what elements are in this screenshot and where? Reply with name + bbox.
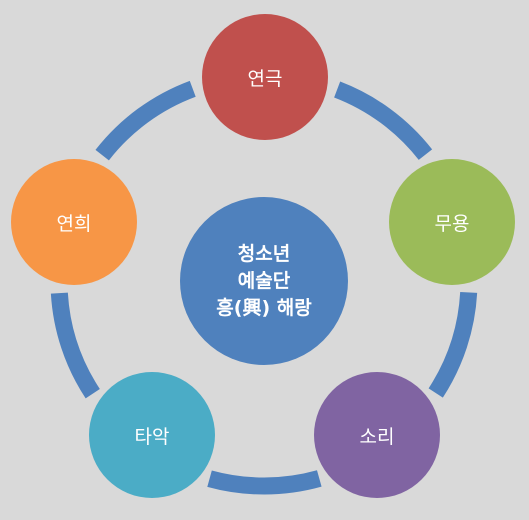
center-node: 청소년 예술단 흥(興) 해랑 (180, 197, 348, 365)
node-sound: 소리 (314, 372, 440, 498)
center-line-3: 흥(興) 해랑 (216, 296, 312, 319)
node-dance: 무용 (389, 159, 515, 285)
node-percussion: 타악 (89, 372, 215, 498)
node-theater: 연극 (202, 14, 328, 140)
center-line-2: 예술단 (237, 269, 291, 292)
connector-arc-2 (428, 291, 478, 398)
node-entertainment: 연희 (11, 159, 137, 285)
center-line-1: 청소년 (237, 242, 291, 265)
connector-arc-5 (95, 80, 196, 161)
connector-arc-4 (50, 292, 100, 399)
node-entertainment-label: 연희 (56, 212, 92, 235)
node-theater-label: 연극 (247, 67, 283, 90)
connector-arc-3 (207, 470, 322, 495)
connector-arc-1 (334, 81, 433, 160)
node-percussion-label: 타악 (134, 425, 170, 448)
node-sound-label: 소리 (359, 425, 395, 448)
node-dance-label: 무용 (434, 212, 470, 235)
